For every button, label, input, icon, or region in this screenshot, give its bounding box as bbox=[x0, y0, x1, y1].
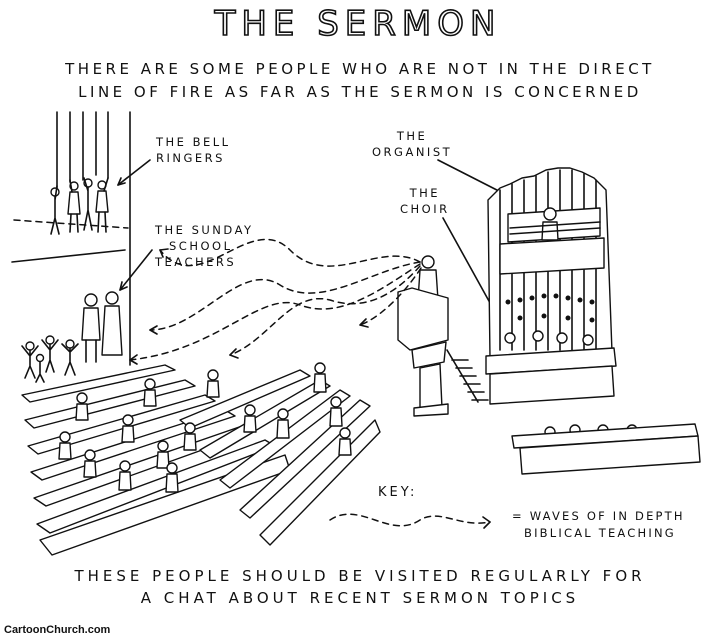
key-wave bbox=[329, 513, 491, 527]
label-choir: THE CHOIR bbox=[400, 185, 450, 217]
label-line: THE SUNDAY bbox=[155, 223, 254, 237]
sermon-waves bbox=[129, 238, 422, 365]
label-line: RINGERS bbox=[156, 151, 225, 165]
label-bell-ringers: THE BELL RINGERS bbox=[156, 134, 231, 166]
subtitle-line-2: LINE OF FIRE AS FAR AS THE SERMON IS CON… bbox=[78, 83, 642, 101]
label-line: ORGANIST bbox=[372, 145, 453, 159]
sunday-school-group bbox=[21, 291, 123, 383]
key-line: BIBLICAL TEACHING bbox=[524, 526, 676, 540]
label-line: CHOIR bbox=[400, 202, 450, 216]
pulpit bbox=[397, 255, 489, 417]
choir-stall bbox=[485, 330, 617, 405]
footer-line-1: THESE PEOPLE SHOULD BE VISITED REGULARLY… bbox=[74, 567, 646, 585]
label-sunday-school-teachers: THE SUNDAY SCHOOL TEACHERS bbox=[155, 222, 254, 270]
right-pews bbox=[511, 423, 701, 475]
pews bbox=[21, 364, 381, 556]
congregation bbox=[58, 362, 352, 493]
subtitle: THERE ARE SOME PEOPLE WHO ARE NOT IN THE… bbox=[40, 58, 680, 104]
label-line: THE BELL bbox=[156, 135, 231, 149]
key-line: = WAVES OF IN DEPTH bbox=[512, 509, 685, 523]
bell-ropes bbox=[56, 111, 109, 189]
label-organist: THE ORGANIST bbox=[372, 128, 452, 160]
page-title: THE SERMON bbox=[214, 3, 502, 45]
label-line: TEACHERS bbox=[155, 255, 237, 269]
organ bbox=[487, 167, 613, 359]
footer-line-2: A CHAT ABOUT RECENT SERMON TOPICS bbox=[140, 589, 580, 607]
label-line: THE bbox=[409, 186, 441, 200]
key-title: KEY: bbox=[378, 485, 418, 500]
subtitle-line-1: THERE ARE SOME PEOPLE WHO ARE NOT IN THE… bbox=[65, 60, 655, 78]
credit-link[interactable]: CartoonChurch.com bbox=[4, 624, 111, 636]
label-line: SCHOOL bbox=[169, 239, 233, 253]
label-line: THE bbox=[396, 129, 428, 143]
arrow-bell-ringers bbox=[117, 159, 151, 186]
key-description: = WAVES OF IN DEPTH BIBLICAL TEACHING bbox=[512, 508, 685, 542]
bell-ringer-figures bbox=[50, 177, 109, 235]
footer-caption: THESE PEOPLE SHOULD BE VISITED REGULARLY… bbox=[30, 565, 690, 609]
